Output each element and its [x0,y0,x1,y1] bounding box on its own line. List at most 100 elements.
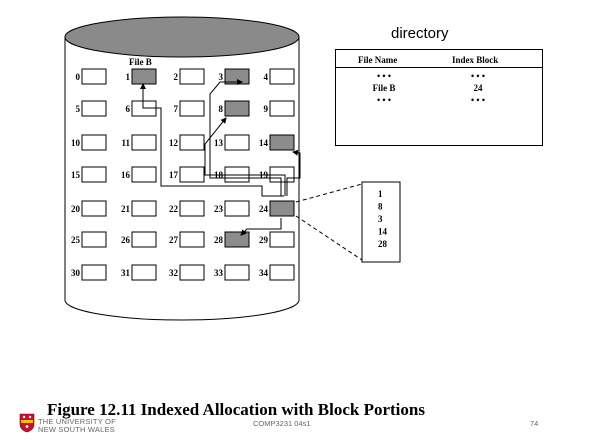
block-number-label: 7 [174,104,179,114]
dir-row-1-index: 24 [473,83,483,93]
dashed-connector-top [295,183,363,203]
block-number-label: 8 [219,104,224,114]
free-block-box [179,68,205,85]
block-number-label: 4 [264,72,269,82]
free-block-box [81,134,107,151]
disk-block-22: 22 [169,200,205,217]
free-block-box [269,68,295,85]
disk-block-32: 32 [169,264,205,281]
disk-block-20: 20 [71,200,107,217]
university-crest-logo [19,413,35,433]
disk-block-14: 14 [259,134,295,151]
dir-row-0-file: • • • [377,71,391,81]
disk-block-15: 15 [71,166,107,183]
free-block-box [81,231,107,248]
used-block-box [224,231,250,248]
disk-block-34: 34 [259,264,295,281]
free-block-box [131,200,157,217]
block-number-label: 32 [169,268,179,278]
free-block-box [224,264,250,281]
free-block-box [224,134,250,151]
block-number-label: 34 [259,268,269,278]
block-number-label: 23 [214,204,224,214]
block-number-label: 11 [121,138,130,148]
block-number-label: 9 [264,104,269,114]
block-number-label: 24 [259,204,269,214]
free-block-box [81,264,107,281]
footer-university-name: THE UNIVERSITY OF NEW SOUTH WALES [38,418,116,434]
disk-block-21: 21 [121,200,157,217]
footer-course-code: COMP3231 04s1 [253,419,311,428]
block-number-label: 0 [76,72,81,82]
disk-block-0: 0 [76,68,107,85]
disk-block-28: 28 [214,231,250,248]
index-block-detail [361,181,401,263]
disk-block-4: 4 [264,68,295,85]
index-entry-14: 14 [378,227,388,237]
arrow-to-block-8 [204,117,286,196]
free-block-box [179,264,205,281]
free-block-box [269,100,295,117]
free-block-box [81,100,107,117]
header-divider [336,67,542,68]
disk-block-10: 10 [71,134,107,151]
block-number-label: 21 [121,204,131,214]
block-number-label: 27 [169,235,179,245]
header-file-name: File Name [358,55,398,65]
block-number-label: 16 [121,170,131,180]
block-number-label: 12 [169,138,179,148]
disk-block-13: 13 [214,134,250,151]
arrow-to-block-28 [240,218,282,236]
block-number-label: 5 [76,104,81,114]
block-number-label: 6 [126,104,131,114]
disk-block-26: 26 [121,231,157,248]
directory-table: File Name Index Block • • • • • • File B… [335,49,543,146]
block-number-label: 28 [214,235,224,245]
header-index-block: Index Block [452,55,499,65]
index-entry-3: 3 [378,214,383,224]
index-entry-8: 8 [378,202,383,212]
block-number-label: 17 [169,170,179,180]
block-number-label: 15 [71,170,81,180]
pointer-arrows [140,79,301,236]
free-block-box [81,166,107,183]
disk-block-5: 5 [76,100,107,117]
disk-block-11: 11 [121,134,157,151]
disk-block-24: 24 [259,200,295,217]
figure-caption: Figure 12.11 Indexed Allocation with Blo… [47,400,425,419]
index-entry-28: 28 [378,239,388,249]
arrow-to-block-1 [140,83,284,197]
disk-block-23: 23 [214,200,250,217]
disk-block-33: 33 [214,264,250,281]
disk-cylinder-top [64,16,300,58]
free-block-box [131,134,157,151]
used-block-box [131,68,157,85]
disk-block-2: 2 [174,68,205,85]
arrow-to-block-3 [209,79,282,196]
file-b-label: File B [129,57,152,67]
block-number-label: 25 [71,235,81,245]
dir-row-1-file: File B [372,83,396,93]
used-block-box [269,200,295,217]
dir-row-2-index: • • • [471,95,485,105]
free-block-box [179,100,205,117]
free-block-box [131,264,157,281]
block-number-label: 30 [71,268,81,278]
free-block-box [81,68,107,85]
disk-block-30: 30 [71,264,107,281]
free-block-box [269,231,295,248]
disk-block-16: 16 [121,166,157,183]
free-block-box [179,200,205,217]
footer-org-line1: THE UNIVERSITY OF [38,417,116,426]
directory-title: directory [391,25,449,42]
block-number-label: 1 [126,72,131,82]
footer-page-number: 74 [530,419,539,428]
free-block-box [81,200,107,217]
free-block-box [131,166,157,183]
block-number-label: 29 [259,235,269,245]
block-number-label: 2 [174,72,179,82]
block-number-label: 13 [214,138,224,148]
disk-block-7: 7 [174,100,205,117]
